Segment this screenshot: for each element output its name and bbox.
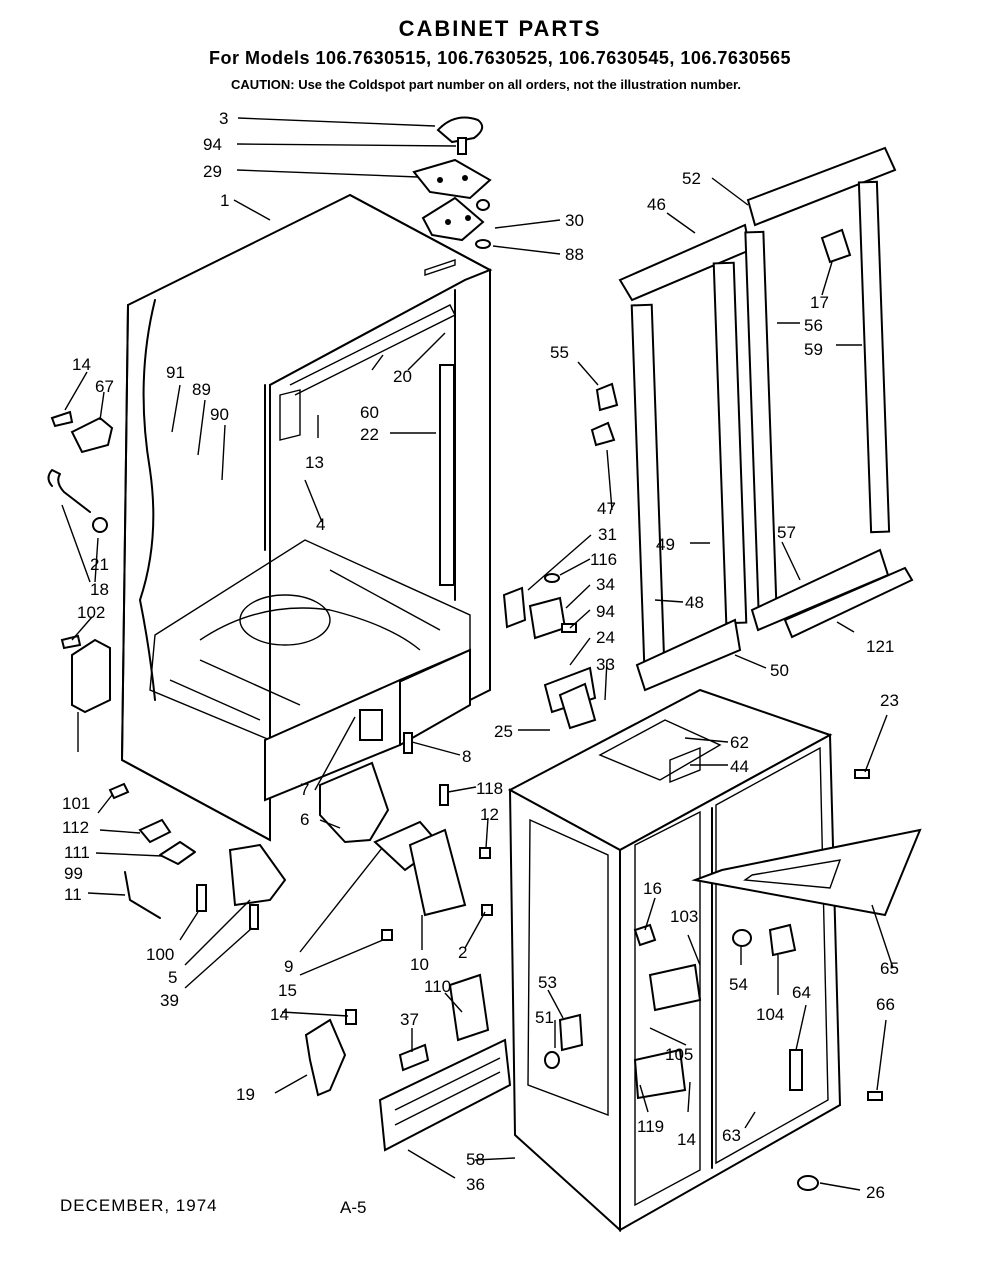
callout-44: 44 bbox=[730, 757, 749, 776]
callout-33: 33 bbox=[596, 655, 615, 674]
callout-58: 58 bbox=[466, 1150, 485, 1169]
callout-20: 20 bbox=[393, 367, 412, 386]
callout-67: 67 bbox=[95, 377, 114, 396]
callout-89: 89 bbox=[192, 380, 211, 399]
callout-25: 25 bbox=[494, 722, 513, 741]
callout-51: 51 bbox=[535, 1008, 554, 1027]
callout-94b: 94 bbox=[596, 602, 615, 621]
upper-cabinet-shell bbox=[120, 193, 493, 842]
callout-29: 29 bbox=[203, 162, 222, 181]
callout-34: 34 bbox=[596, 575, 615, 594]
callout-48: 48 bbox=[685, 593, 704, 612]
callout-2: 2 bbox=[458, 943, 467, 962]
callout-121: 121 bbox=[866, 637, 894, 656]
callout-116: 116 bbox=[590, 550, 617, 569]
callout-99: 99 bbox=[64, 864, 83, 883]
callout-46: 46 bbox=[647, 195, 666, 214]
callout-110: 110 bbox=[424, 977, 451, 996]
callout-118: 118 bbox=[476, 779, 503, 798]
callout-8: 8 bbox=[462, 747, 471, 766]
callout-10: 10 bbox=[410, 955, 429, 974]
callout-24: 24 bbox=[596, 628, 615, 647]
callout-101: 101 bbox=[62, 794, 90, 813]
callout-18: 18 bbox=[90, 580, 109, 599]
callout-7: 7 bbox=[300, 780, 309, 799]
callout-64: 64 bbox=[792, 983, 811, 1002]
callout-11: 11 bbox=[64, 885, 82, 904]
callout-62: 62 bbox=[730, 733, 749, 752]
callout-66: 65 bbox=[880, 959, 899, 978]
callout-100: 100 bbox=[146, 945, 174, 964]
callout-13: 13 bbox=[305, 453, 324, 472]
callout-3: 3 bbox=[219, 109, 228, 128]
callout-14c: 14 bbox=[677, 1130, 696, 1149]
callout-23: 23 bbox=[880, 691, 899, 710]
callout-54: 54 bbox=[729, 975, 748, 994]
callout-26: 26 bbox=[866, 1183, 885, 1202]
callout-65: 66 bbox=[876, 995, 895, 1014]
callout-53: 53 bbox=[538, 973, 557, 992]
callout-63: 63 bbox=[722, 1126, 741, 1145]
callout-31: 31 bbox=[598, 525, 617, 544]
callout-17: 17 bbox=[810, 293, 829, 312]
callout-55: 55 bbox=[550, 343, 569, 362]
callout-47: 47 bbox=[597, 499, 616, 518]
callout-14: 14 bbox=[72, 355, 91, 374]
callout-21: 21 bbox=[90, 555, 109, 574]
callout-5: 5 bbox=[168, 968, 177, 987]
callout-36: 36 bbox=[466, 1175, 485, 1194]
callout-1: 1 bbox=[220, 191, 229, 210]
callout-102: 102 bbox=[77, 603, 105, 622]
callout-103: 103 bbox=[670, 907, 698, 926]
callout-119: 119 bbox=[637, 1117, 664, 1136]
left-side-parts bbox=[47, 410, 347, 1097]
model-numbers: For Models 106.7630515, 106.7630525, 106… bbox=[209, 48, 791, 68]
leader-lines bbox=[61, 117, 894, 1191]
callout-111: 111 bbox=[64, 843, 90, 862]
callout-12: 12 bbox=[480, 805, 499, 824]
print-date: DECEMBER, 1974 bbox=[60, 1196, 218, 1215]
callout-60: 60 bbox=[360, 403, 379, 422]
callout-37: 37 bbox=[400, 1010, 419, 1029]
callout-30: 30 bbox=[565, 211, 584, 230]
callout-14b: 14 bbox=[270, 1005, 289, 1024]
callout-50: 50 bbox=[770, 661, 789, 680]
door-trim-frames bbox=[502, 146, 914, 730]
callout-15: 15 bbox=[278, 981, 297, 1000]
callout-104: 104 bbox=[756, 1005, 784, 1024]
center-parts bbox=[319, 709, 512, 1152]
callout-19: 19 bbox=[236, 1085, 255, 1104]
callout-39: 39 bbox=[160, 991, 179, 1010]
top-hinge-assembly bbox=[412, 116, 492, 249]
callout-22: 22 bbox=[360, 425, 379, 444]
lower-cabinet-shell bbox=[507, 688, 922, 1233]
callout-52: 52 bbox=[682, 169, 701, 188]
callout-4: 4 bbox=[316, 515, 325, 534]
callout-56: 56 bbox=[804, 316, 823, 335]
callout-57: 57 bbox=[777, 523, 796, 542]
callout-94: 94 bbox=[203, 135, 222, 154]
callout-6: 6 bbox=[300, 810, 309, 829]
callout-59: 59 bbox=[804, 340, 823, 359]
callout-91: 91 bbox=[166, 363, 185, 382]
callout-9: 9 bbox=[284, 957, 293, 976]
page-number: A-5 bbox=[340, 1198, 367, 1217]
callout-90: 90 bbox=[210, 405, 229, 424]
callout-16: 16 bbox=[643, 879, 662, 898]
callout-labels: 3 94 29 1 30 88 52 46 14 67 91 89 90 55 … bbox=[62, 109, 899, 1202]
diagram-title: CABINET PARTS bbox=[398, 16, 602, 41]
callout-49: 49 bbox=[656, 535, 675, 554]
callout-112: 112 bbox=[62, 818, 89, 837]
callout-105: 105 bbox=[665, 1045, 693, 1064]
caution-note: CAUTION: Use the Coldspot part number on… bbox=[231, 77, 741, 92]
callout-88: 88 bbox=[565, 245, 584, 264]
